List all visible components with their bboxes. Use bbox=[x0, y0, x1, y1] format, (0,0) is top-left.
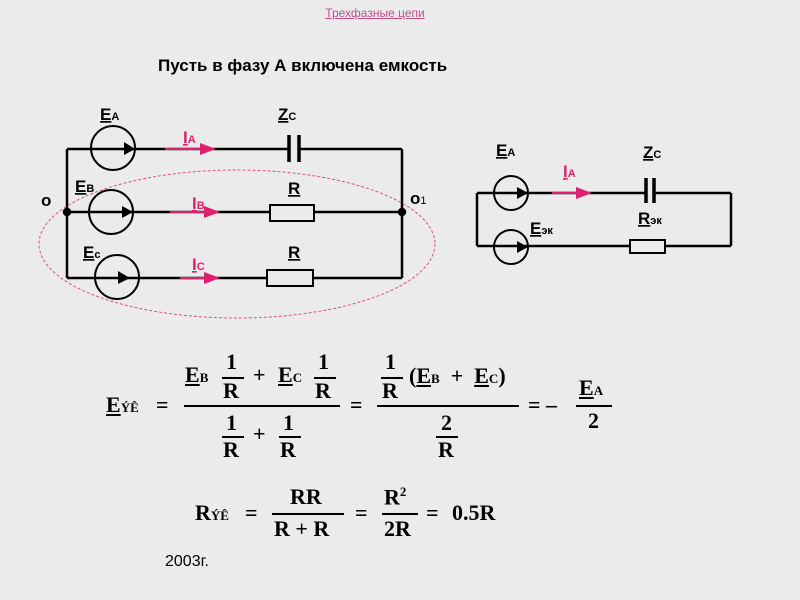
label-zc: ZC bbox=[278, 105, 296, 124]
right-label-eek: Eэк bbox=[530, 219, 553, 238]
left-labels: EA EB Ec ZC R R IA IB IC o o1 bbox=[41, 105, 427, 274]
header-link[interactable]: Трехфазные цепи bbox=[325, 6, 425, 20]
left-circuit bbox=[38, 125, 436, 319]
slide-title: Пусть в фазу А включена емкость bbox=[158, 56, 448, 75]
eq1-lhs: EÝÊ bbox=[106, 392, 139, 417]
label-ea: EA bbox=[100, 105, 119, 124]
label-r1: R bbox=[288, 179, 300, 198]
node-o1: o1 bbox=[410, 189, 427, 208]
right-label-ia: IA bbox=[563, 162, 576, 181]
node-o: o bbox=[41, 191, 51, 210]
label-r2: R bbox=[288, 243, 300, 262]
label-ib: IB bbox=[192, 194, 205, 213]
source-c-icon bbox=[94, 254, 140, 300]
right-label-zc: ZC bbox=[643, 143, 661, 162]
label-ic: IC bbox=[192, 255, 205, 274]
label-ia: IA bbox=[183, 128, 196, 147]
year-label: 2003г. bbox=[165, 553, 209, 570]
source-a-icon bbox=[90, 125, 136, 171]
label-ec: Ec bbox=[83, 243, 100, 262]
right-circuit bbox=[475, 175, 733, 265]
label-eb: EB bbox=[75, 177, 94, 196]
right-label-rek: Rэк bbox=[638, 209, 662, 228]
right-label-ea: EA bbox=[496, 141, 515, 160]
